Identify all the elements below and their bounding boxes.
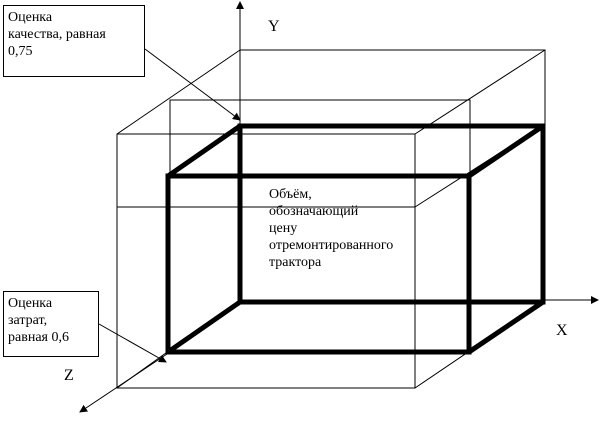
z-axis: [79, 351, 171, 413]
x-axis-label: X: [556, 322, 568, 339]
quality-callout-line-1: Оценка: [8, 10, 53, 25]
volume-box: [165, 123, 546, 355]
volume-label-line-1: Объём,: [269, 187, 312, 202]
quality-callout-line-3: 0,75: [8, 44, 33, 59]
volume-label-line-3: цену: [269, 221, 298, 236]
z-axis-label: Z: [64, 367, 74, 384]
cost-callout-line-2: затрат,: [8, 313, 48, 328]
cost-callout-line-3: равная 0,6: [8, 330, 69, 345]
cost-callout: Оценка затрат, равная 0,6: [3, 291, 99, 357]
volume-label: Объём, обозначающий цену отремонтированн…: [269, 186, 419, 271]
quality-callout-line-2: качества, равная: [8, 27, 106, 42]
volume-label-line-2: обозначающий: [269, 204, 359, 219]
cost-leader-arrow: [98, 323, 167, 363]
cost-callout-line-1: Оценка: [8, 296, 53, 311]
quality-leader-arrow: [144, 48, 241, 121]
quality-callout: Оценка качества, равная 0,75: [3, 5, 145, 77]
volume-label-line-5: трактора: [269, 255, 322, 270]
volume-label-line-4: отремонтированного: [269, 238, 394, 253]
leader-lines: [98, 48, 241, 363]
y-axis-label: Y: [268, 18, 280, 35]
axes: [79, 1, 599, 413]
